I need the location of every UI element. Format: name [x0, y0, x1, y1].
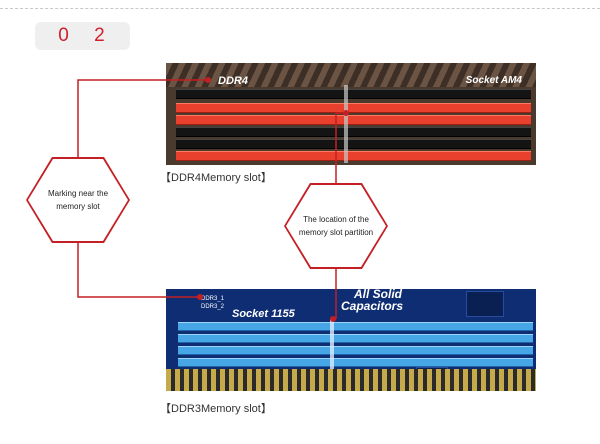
board-components-strip — [166, 369, 536, 391]
ddr4-motherboard-image: DDR4 Socket AM4 — [166, 63, 536, 165]
ddr4-slot — [176, 115, 531, 125]
connector-line — [77, 238, 200, 298]
connector-dot — [197, 294, 203, 300]
ddr3-slot-marking: DDR3_1 DDR3_2 — [201, 296, 225, 310]
ddr4-slot — [176, 89, 531, 99]
top-dashed-divider — [0, 8, 600, 9]
connector-line — [77, 79, 208, 158]
capacitors-label: Capacitors — [341, 299, 404, 313]
ddr4-slot — [176, 103, 531, 113]
step-number-badge: 0 2 — [35, 22, 130, 50]
ddr4-slot — [176, 151, 531, 161]
ddr3-slot — [178, 358, 533, 367]
connector-dot — [330, 316, 336, 322]
connector-dot — [343, 110, 349, 116]
board-header-stripes — [166, 63, 536, 87]
ddr3-motherboard-image: All Solid Capacitors Socket 1155 DDR3_1 … — [166, 289, 536, 391]
ddr3-slot — [178, 322, 533, 331]
ddr4-board-label: DDR4 — [218, 75, 248, 87]
callout-partition-text: The location of the memory slot partitio… — [298, 215, 374, 237]
callout-marking-text: Marking near the memory slot — [47, 189, 109, 211]
connector-dot — [205, 77, 211, 83]
ddr4-caption: 【DDR4Memory slot】 — [160, 172, 272, 184]
ddr3-slot-partition — [330, 319, 334, 369]
ddr4-slot — [176, 139, 531, 149]
socket-1155-label: Socket 1155 — [232, 308, 295, 320]
all-solid-label: All Solid — [354, 289, 402, 301]
board-chip — [466, 291, 504, 317]
ddr4-slot — [176, 127, 531, 137]
ddr4-slot-partition — [344, 85, 348, 163]
ddr3-slot — [178, 346, 533, 355]
socket-am4-label: Socket AM4 — [465, 75, 522, 86]
connector-line — [335, 112, 346, 184]
ddr3-slot — [178, 334, 533, 343]
ddr3-caption: 【DDR3Memory slot】 — [160, 403, 272, 415]
callout-marking — [28, 159, 128, 241]
